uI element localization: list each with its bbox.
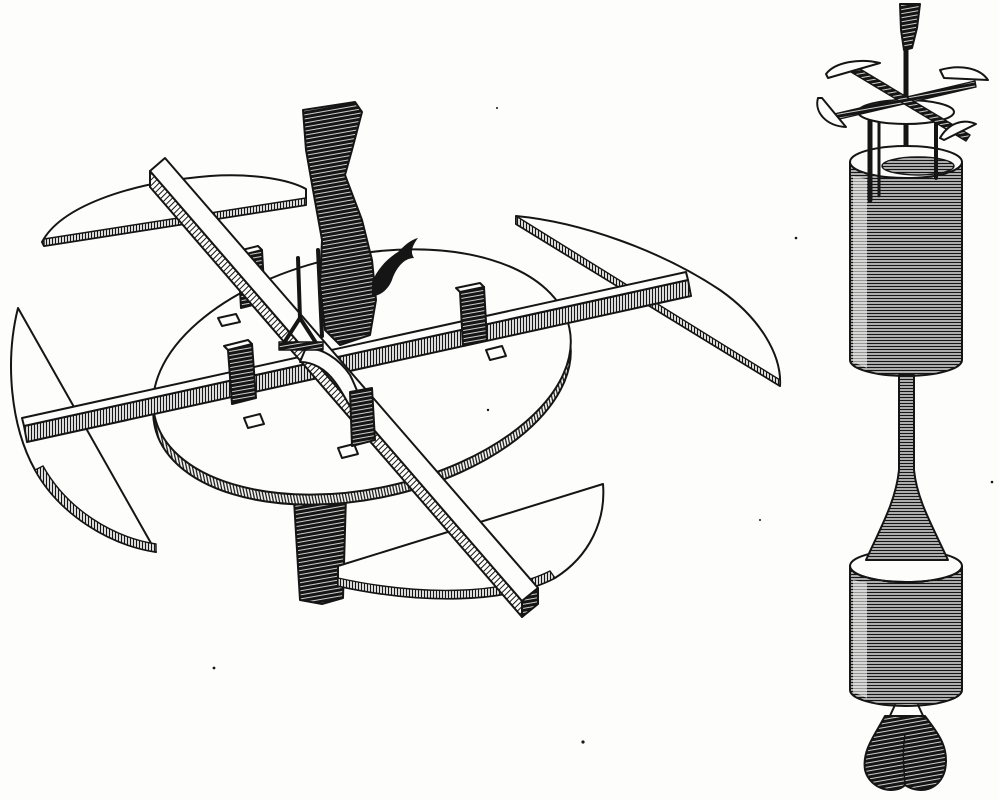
bracket-right-block xyxy=(459,286,488,347)
weight-fold xyxy=(902,734,906,786)
ink-speck xyxy=(794,236,798,240)
connecting-shaft xyxy=(865,374,949,561)
ink-speck xyxy=(990,480,994,484)
ink-speck xyxy=(581,740,585,744)
horizontal-paddle-wheel xyxy=(10,101,782,618)
ornament-hook xyxy=(372,238,418,296)
rotor-blade xyxy=(939,120,977,141)
foot-plate xyxy=(485,345,507,361)
lower-cylinder-front-rim xyxy=(849,565,963,583)
bracket-left-block xyxy=(227,343,257,405)
ink-speck xyxy=(212,666,216,670)
vertical-column xyxy=(816,3,989,791)
ink-specks xyxy=(212,107,994,744)
ink-speck xyxy=(759,519,761,521)
beam-b-end-cap xyxy=(521,587,539,618)
top-spike xyxy=(899,3,921,51)
bracket-center-block xyxy=(349,387,376,447)
lower-cylinder-highlight xyxy=(853,580,867,698)
foot-plate xyxy=(337,443,359,459)
bracket-left-top xyxy=(223,339,253,351)
upper-post xyxy=(302,101,377,346)
lower-post xyxy=(293,495,347,605)
bracket-right-top xyxy=(455,282,485,293)
rotor-blade xyxy=(825,59,881,79)
frame-foot xyxy=(278,341,324,351)
blade-left-edge xyxy=(34,465,157,553)
ink-speck xyxy=(486,408,490,412)
upper-cylinder-inner xyxy=(881,156,955,176)
upper-cylinder-highlight xyxy=(853,176,867,368)
rotor-blade xyxy=(939,66,989,81)
ink-speck xyxy=(496,107,498,109)
rotor-blade xyxy=(816,97,847,128)
foot-plate xyxy=(243,413,265,429)
foot-plate xyxy=(217,313,241,327)
